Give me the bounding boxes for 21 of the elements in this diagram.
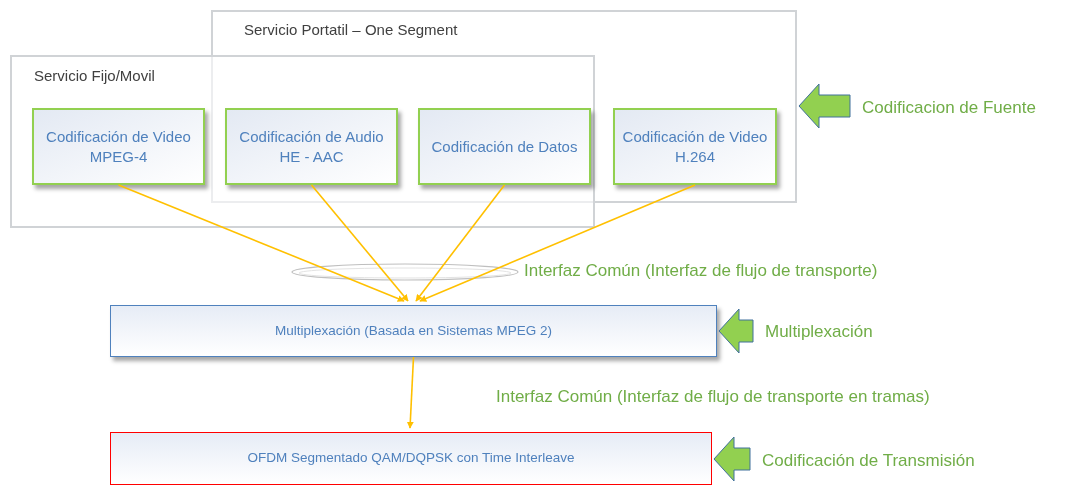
stage-label: Codificación de Transmisión bbox=[762, 447, 1012, 475]
arrow bbox=[415, 184, 506, 302]
group-title: Servicio Fijo/Movil bbox=[34, 66, 155, 86]
block-arrow bbox=[798, 83, 851, 129]
process-box: Multiplexación (Basada en Sistemas MPEG 2) bbox=[110, 305, 717, 357]
process-box: Codificación de Audio HE - AAC bbox=[225, 108, 398, 185]
arrow bbox=[406, 356, 415, 429]
group-title: Servicio Portatil – One Segment bbox=[244, 20, 458, 40]
process-box: OFDM Segmentado QAM/DQPSK con Time Interleave bbox=[110, 432, 712, 485]
interface-label: Interfaz Común (Interfaz de flujo de transporte en tramas) bbox=[496, 386, 930, 408]
block-arrow bbox=[718, 308, 754, 354]
stage-label: Multiplexación bbox=[765, 318, 915, 346]
block-arrow bbox=[713, 436, 751, 482]
arrow bbox=[419, 184, 696, 302]
process-box: Codificación de Video MPEG-4 bbox=[32, 108, 205, 185]
stage-label: Codificacion de Fuente bbox=[862, 94, 1067, 122]
arrow bbox=[117, 184, 405, 302]
interface-label: Interfaz Común (Interfaz de flujo de transporte) bbox=[524, 260, 878, 282]
process-box: Codificación de Video H.264 bbox=[613, 108, 777, 185]
arrow bbox=[310, 184, 409, 302]
process-box: Codificación de Datos bbox=[418, 108, 591, 185]
